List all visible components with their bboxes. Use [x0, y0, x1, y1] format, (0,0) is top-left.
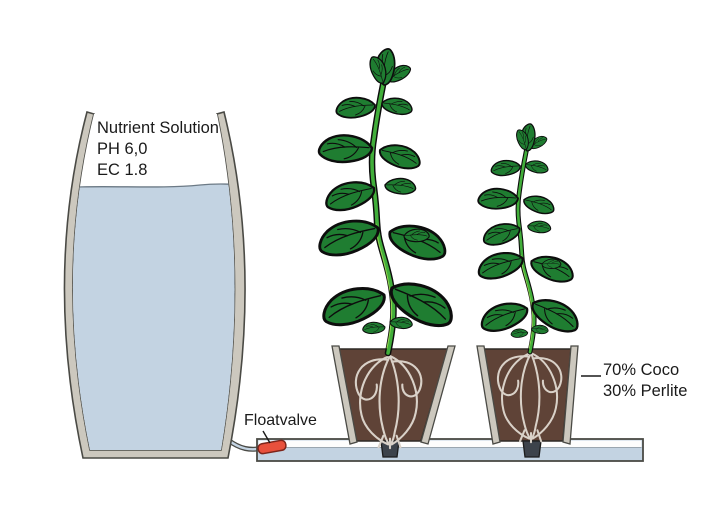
medium-perlite-line: 30% Perlite: [603, 382, 688, 400]
reservoir-label: Nutrient Solution PH 6,0 EC 1.8: [97, 118, 219, 181]
medium-label: 70% Coco 30% Perlite: [603, 360, 687, 402]
plant-left: [314, 47, 459, 353]
drain-plug-right: [522, 440, 542, 458]
pot-left: [331, 345, 456, 458]
nutrient-solution-water: [72, 183, 235, 450]
leader-line-floatvalve: [262, 430, 271, 444]
float-valve: [257, 439, 287, 455]
drip-tray: [256, 438, 644, 462]
reservoir-ph-value: PH 6,0: [97, 140, 148, 158]
reservoir-ec-value: EC 1.8: [97, 161, 148, 179]
reservoir-tank: [63, 111, 246, 459]
medium-coco-line: 70% Coco: [603, 361, 680, 379]
plant-right: [474, 122, 583, 352]
reservoir-title: Nutrient Solution: [97, 119, 219, 137]
floatvalve-label: Floatvalve: [244, 412, 317, 429]
